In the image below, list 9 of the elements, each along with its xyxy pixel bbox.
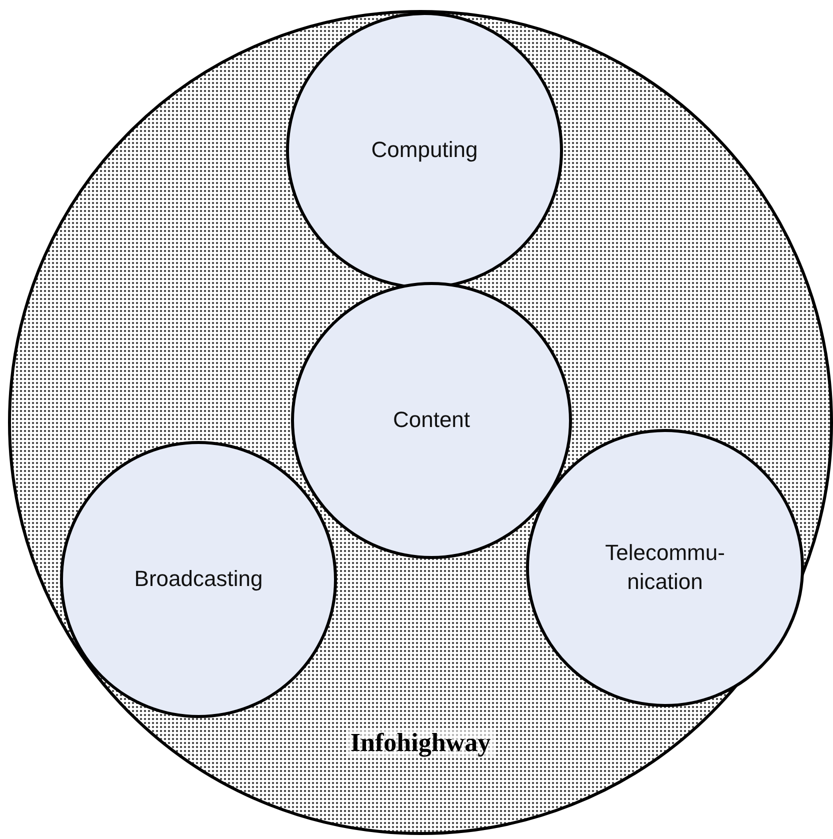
diagram-label: Infohighway bbox=[346, 728, 495, 757]
circle bbox=[291, 282, 572, 559]
circle-label: Telecommu- nication bbox=[604, 539, 726, 596]
circle-label: Content bbox=[392, 406, 470, 434]
circle-label: Computing bbox=[371, 136, 478, 164]
circle bbox=[526, 429, 804, 707]
circle bbox=[60, 441, 337, 718]
circle-label: Broadcasting bbox=[134, 565, 263, 594]
circle bbox=[286, 12, 563, 289]
